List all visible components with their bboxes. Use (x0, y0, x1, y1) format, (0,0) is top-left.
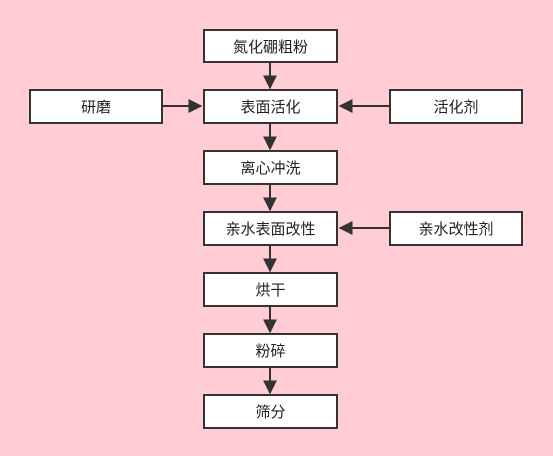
node-sieving: 筛分 (203, 394, 338, 429)
node-drying: 烘干 (203, 272, 338, 307)
node-raw-boron-nitride: 氮化硼粗粉 (203, 29, 338, 63)
node-activator: 活化剂 (389, 89, 523, 124)
node-hydrophilic-modifier: 亲水改性剂 (389, 211, 523, 246)
node-surface-activation: 表面活化 (203, 89, 338, 124)
node-hydrophilic-modification: 亲水表面改性 (203, 211, 338, 246)
node-crushing: 粉碎 (203, 333, 338, 368)
node-grinding: 研磨 (29, 89, 163, 124)
node-centrifuge-wash: 离心冲洗 (203, 150, 338, 185)
